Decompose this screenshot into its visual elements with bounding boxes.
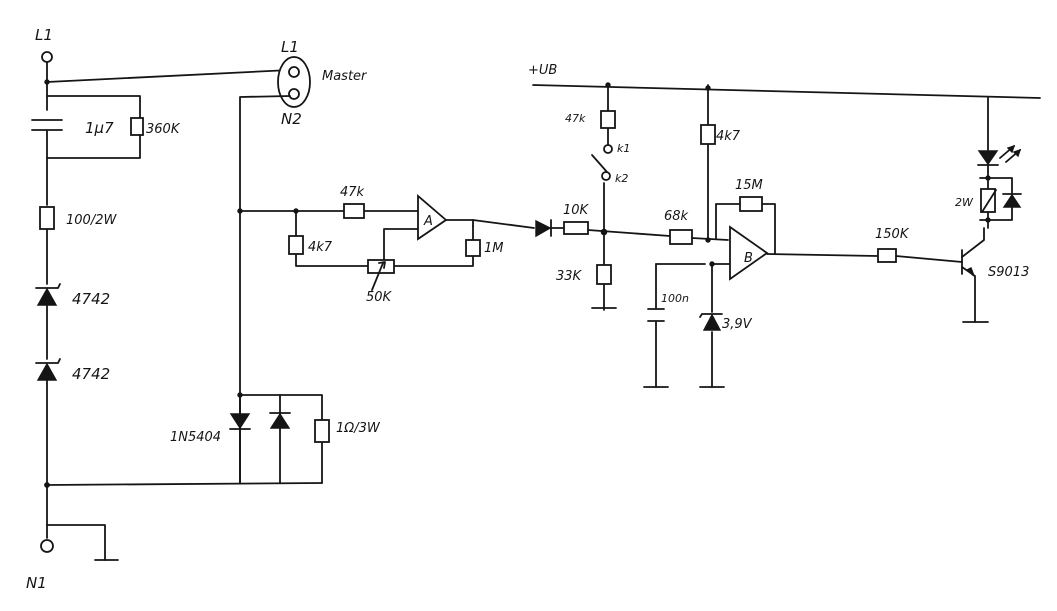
junction-dot: [985, 217, 991, 223]
label-q-s9013: S9013: [988, 265, 1029, 280]
diode-series: [535, 219, 552, 238]
zener-3v9: [699, 313, 723, 331]
label-pot-50k: 50K: [366, 290, 393, 305]
opamp-b: [729, 225, 769, 281]
label-z-3v9: 3,9V: [722, 317, 753, 332]
resistor-360k: [130, 117, 144, 136]
junction-dot: [709, 261, 715, 267]
label-r-150k: 150K: [875, 227, 910, 242]
label-z-4742-a: 4742: [72, 290, 110, 308]
junction-dot: [237, 208, 243, 214]
sense-column: [229, 95, 419, 484]
label-r-15m: 15M: [735, 178, 763, 193]
label-r-4k7-b: 4k7: [716, 129, 741, 144]
supply-rail: [532, 82, 1041, 99]
mains-branch: [31, 51, 323, 561]
label-r-68k: 68k: [664, 209, 689, 224]
resistor-100-2w: [39, 206, 55, 230]
transistor-s9013: [961, 227, 985, 323]
label-sw-k1: k1: [617, 142, 630, 155]
diode-1n5404: [229, 413, 251, 430]
switch-lever: [591, 154, 608, 173]
junction-dot: [600, 228, 608, 236]
resistor-10k: [563, 221, 589, 235]
diode-antiparallel: [269, 412, 291, 429]
label-d-1n5404: 1N5404: [170, 430, 221, 445]
zener-4742-b: [35, 358, 61, 381]
center-node: [535, 84, 671, 309]
master-socket-outline: [277, 56, 311, 108]
label-opamp-b: B: [744, 251, 753, 266]
resistor-33k: [596, 264, 612, 285]
resistor-68k: [669, 229, 693, 245]
label-opamp-a: A: [423, 214, 433, 229]
junction-dot: [605, 82, 611, 88]
opamp-a-stage: [288, 194, 535, 291]
terminal-n1: [40, 539, 54, 553]
label-r-47k-a: 47k: [340, 185, 365, 200]
junction-dot: [705, 85, 711, 91]
freewheel-diode: [1002, 193, 1022, 208]
label-rel-2w: 2W: [955, 196, 974, 209]
master-socket: [277, 56, 311, 108]
resistor-47k-b: [600, 110, 616, 129]
label-master: Master: [322, 69, 368, 84]
label-l1-left: L1: [35, 26, 53, 44]
label-r-47k-b: 47k: [565, 112, 586, 125]
zener-4742-a: [35, 283, 61, 306]
resistor-15m: [739, 196, 763, 212]
capacitor-100n: [647, 308, 665, 322]
label-r-360k: 360K: [146, 122, 181, 137]
label-r-1m: 1M: [484, 241, 504, 256]
output-driver: [877, 97, 1022, 323]
junction-dot: [705, 237, 711, 243]
junction-dot: [44, 482, 50, 488]
socket-pin-l1: [288, 66, 300, 78]
label-z-4742-b: 4742: [72, 365, 110, 383]
label-sw-k2: k2: [615, 172, 628, 185]
switch-contact-k2: [601, 171, 611, 181]
resistor-1ohm-3w: [314, 419, 330, 443]
potentiometer-50k: [367, 259, 395, 291]
capacitor-1u7: [31, 119, 63, 131]
resistor-47k-a: [343, 203, 365, 219]
label-r-33k: 33K: [556, 269, 583, 284]
resistor-150k: [877, 248, 897, 263]
junction-dot: [985, 175, 991, 181]
label-c-1u7: 1µ7: [85, 119, 114, 137]
junction-dot: [293, 208, 299, 214]
switch-contact-k1: [603, 144, 613, 154]
terminal-l1-left: [41, 51, 53, 63]
label-r-100-2w: 100/2W: [66, 213, 117, 228]
label-supply: +UB: [528, 63, 557, 78]
relay-coil-2w: [980, 188, 996, 213]
resistor-4k7-b: [700, 124, 716, 145]
label-r-4k7-a: 4k7: [308, 240, 333, 255]
resistor-4k7-a: [288, 235, 304, 255]
label-l1-top: L1: [281, 38, 299, 56]
opamp-a: [417, 194, 448, 241]
label-r-10k: 10K: [563, 203, 590, 218]
label-n1: N1: [26, 574, 47, 592]
led-indicator: [977, 144, 1022, 166]
junction-dot: [237, 392, 243, 398]
label-n2: N2: [281, 110, 302, 128]
labels: L1 L1 N1 N2 Master +UB 1µ7 360K 100/2W 4…: [26, 26, 1029, 592]
socket-pin-n2: [288, 88, 300, 100]
opamp-b-stage: [643, 84, 878, 388]
label-r-1ohm-3w: 1Ω/3W: [336, 421, 381, 436]
resistor-1m: [465, 239, 481, 257]
label-c-100n: 100n: [661, 292, 689, 305]
junction-dot: [44, 79, 50, 85]
